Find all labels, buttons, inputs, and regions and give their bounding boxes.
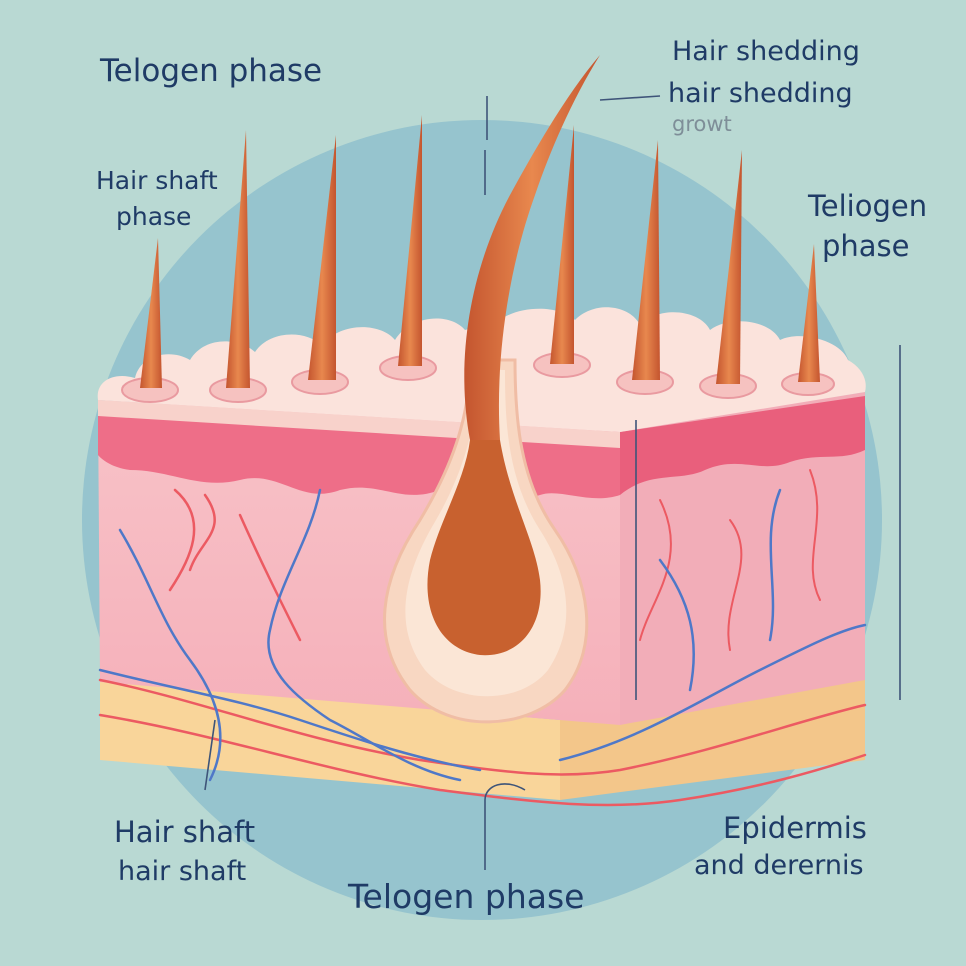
label-hair-shedding-line1: Hair shedding <box>672 36 860 67</box>
label-hair-shedding-line2: hair shedding <box>668 78 853 109</box>
blood-vessels <box>98 469 867 807</box>
label-telogen-phase-bottom: Telogen phase <box>348 877 585 916</box>
label-epidermis-line2: and derernis <box>694 850 864 881</box>
epidermis-band-side <box>620 396 865 495</box>
hair-strands <box>140 115 820 388</box>
follicle-bulb <box>427 440 541 656</box>
label-hair-shedding-line3: growt <box>672 112 732 136</box>
label-epidermis-line1: Epidermis <box>723 811 867 845</box>
label-hair-shaft-bottom-line1: Hair shaft <box>114 815 256 849</box>
label-hair-shaft-bottom-line2: hair shaft <box>118 856 247 887</box>
label-teliogen-line2: phase <box>822 229 910 263</box>
label-hair-shaft-top-line2: phase <box>116 202 192 231</box>
main-hair-shaft <box>464 55 600 440</box>
label-hair-shaft-top-line1: Hair shaft <box>96 166 218 195</box>
pointer-lines <box>204 95 901 870</box>
label-teliogen-line1: Teliogen <box>808 189 928 223</box>
label-telogen-phase-top: Telogen phase <box>100 53 323 89</box>
fat-layer-side <box>560 676 865 800</box>
